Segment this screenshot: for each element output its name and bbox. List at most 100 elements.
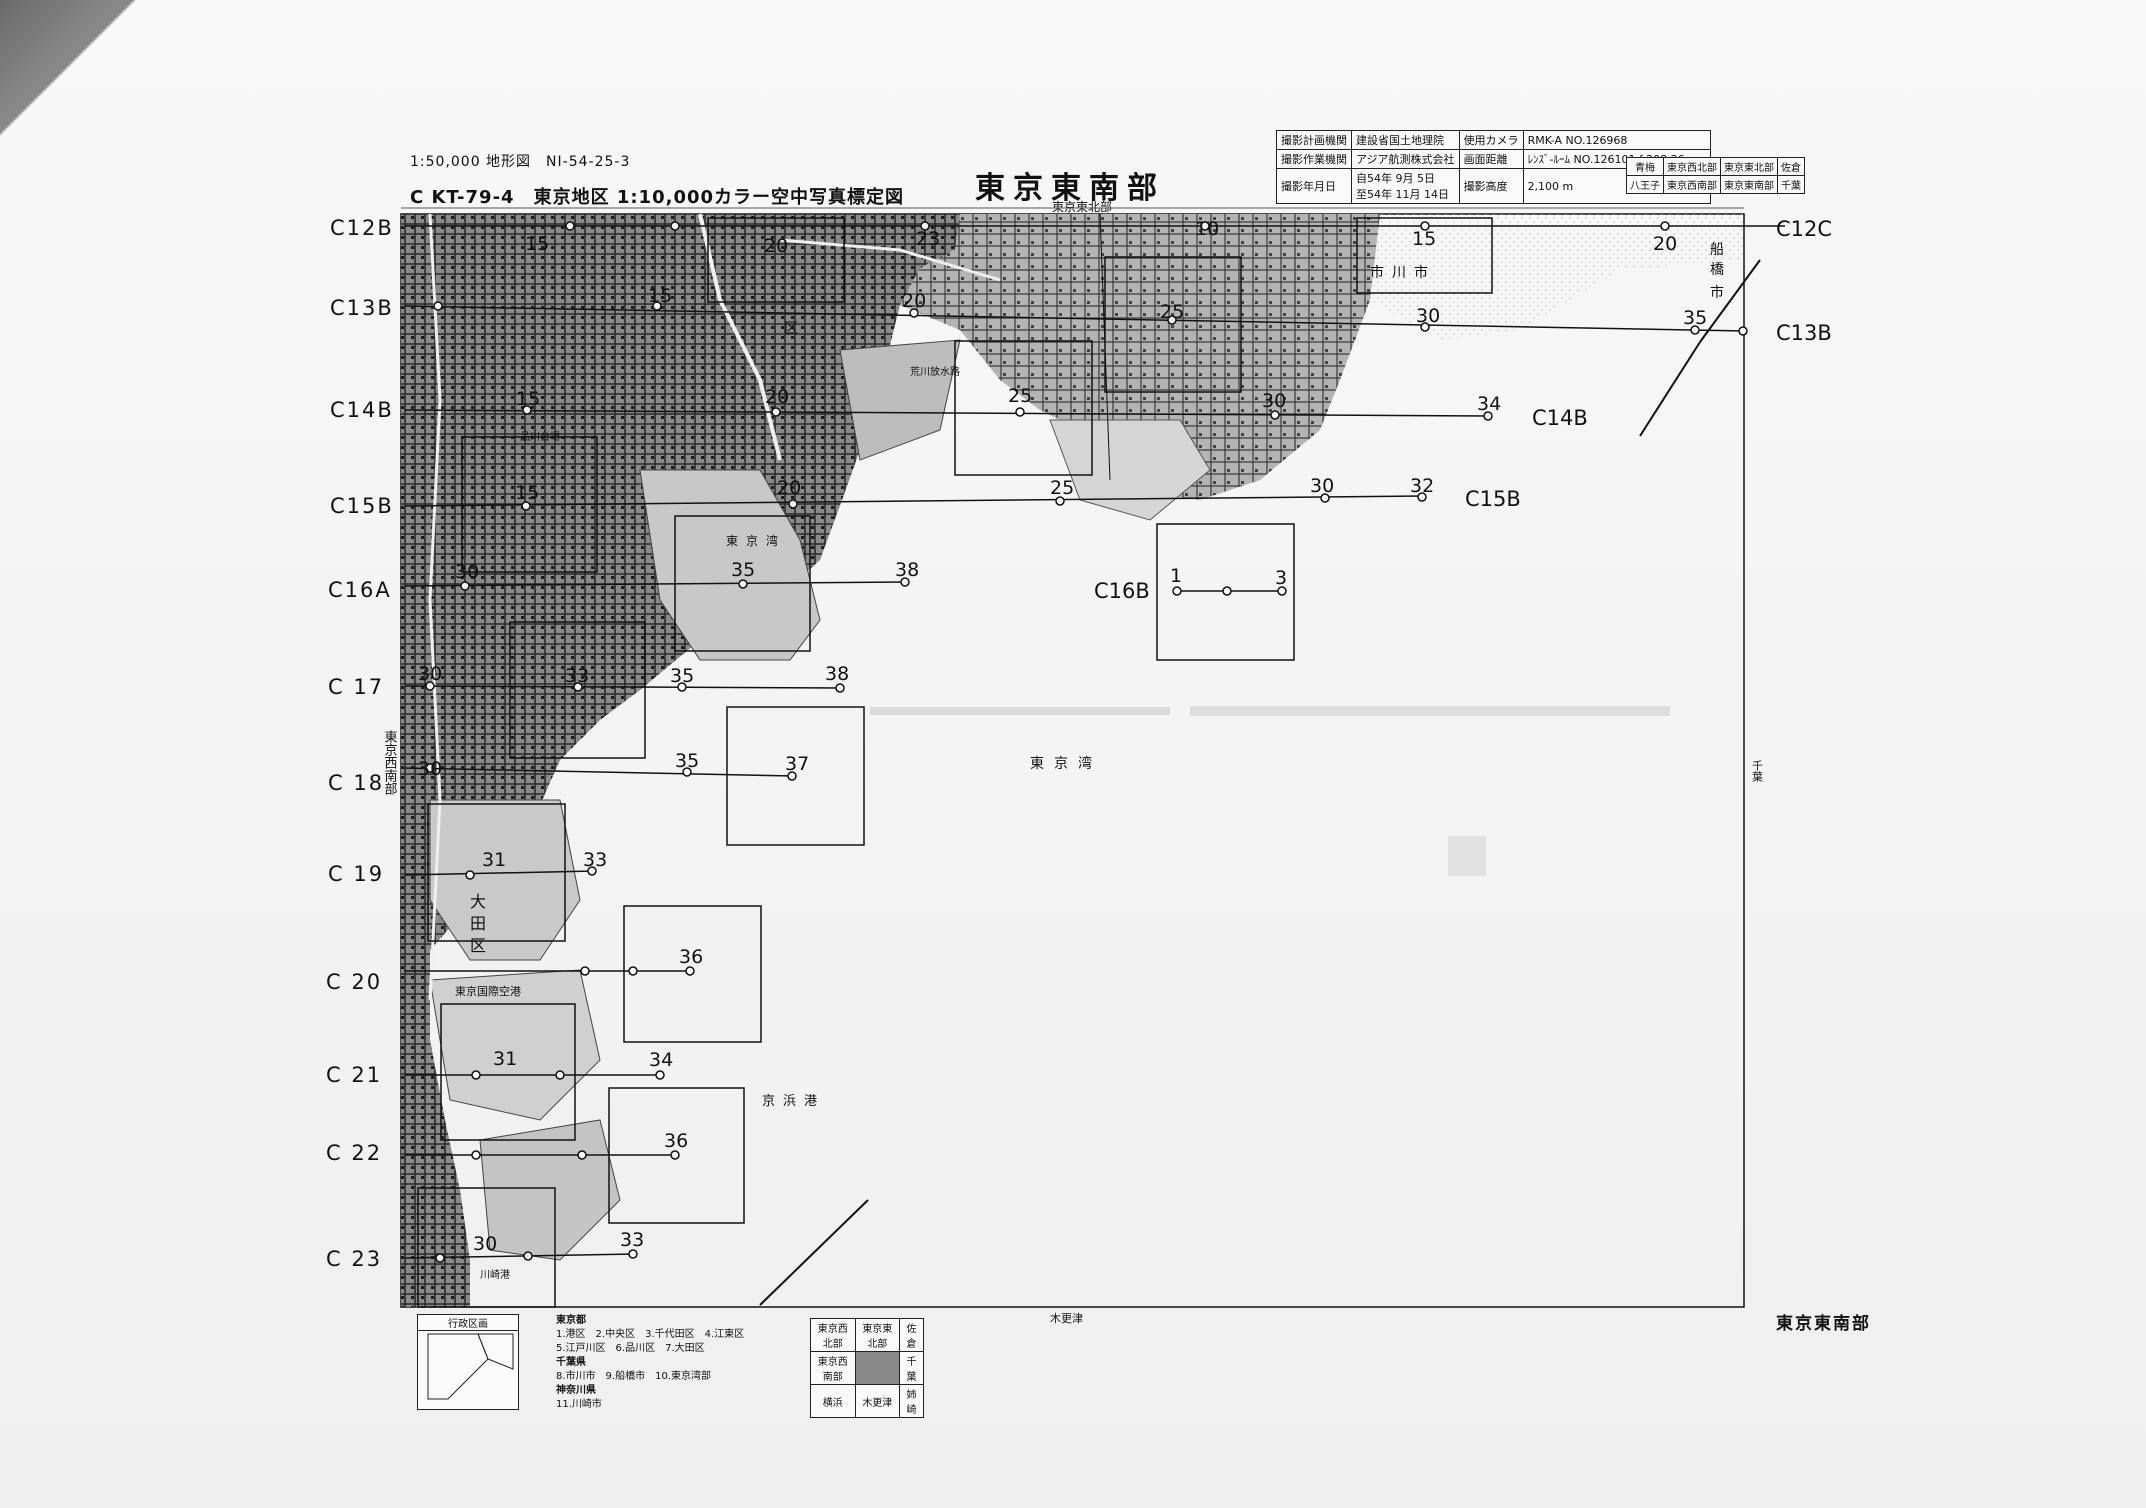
chiba-side-label: 千葉 — [1751, 760, 1764, 782]
adj-ne: 佐倉 — [1777, 157, 1805, 176]
photo-number: 20 — [1653, 233, 1677, 255]
index-cell: 東京東北部 — [854, 1318, 901, 1352]
photo-number: 34 — [649, 1049, 673, 1071]
flight-line-label: C 23 — [326, 1247, 383, 1271]
photo-number: 30 — [1262, 390, 1286, 412]
flight-line-label-right: C12C — [1776, 217, 1832, 241]
ichikawa-label: 市川市 — [1370, 264, 1436, 281]
reclaimed-land — [429, 799, 581, 961]
flight-line-label: C 22 — [326, 1141, 383, 1165]
adj-s2: 東京東南部 — [1720, 175, 1778, 194]
photo-number: 15 — [1412, 228, 1436, 250]
camera: RMK-A NO.126968 — [1522, 130, 1712, 150]
plan-org-label: 撮影計画機関 — [1276, 130, 1352, 150]
tokyo-bay-label: 東京湾 — [1030, 755, 1102, 772]
photo-number: 20 — [902, 290, 926, 312]
flight-line-label: C 17 — [328, 675, 385, 699]
photo-number: 35 — [1683, 307, 1707, 329]
urban-area-east — [900, 214, 1380, 500]
legend-kanagawa-cities: 11.川崎市 — [556, 1399, 602, 1410]
haneda-label: 東京国際空港 — [455, 984, 521, 998]
admin-mini-map — [427, 1333, 514, 1400]
urban-area-west — [401, 214, 960, 1307]
photo-number: 35 — [731, 559, 755, 581]
altitude-label: 撮影高度 — [1458, 168, 1524, 204]
right-flight-labels: C12C C13B C14B C15B C16B — [1094, 217, 1832, 603]
sheet-index-grid: 東京西北部 東京東北部 佐倉 東京西南部 千葉 横浜 木更津 姉崎 — [810, 1318, 924, 1418]
west-sheet-label: 東京西南部 — [382, 729, 398, 795]
photo-number: 30 — [418, 758, 442, 780]
photo-number: 25 — [1008, 385, 1032, 407]
arakawa-label: 荒川放水路 — [910, 365, 960, 378]
ota-label: 田 — [470, 914, 486, 933]
photo-number: 36 — [679, 946, 703, 968]
torn-corner — [0, 0, 190, 190]
admin-legend-title: 行政区画 — [418, 1315, 518, 1331]
photo-number: 31 — [493, 1048, 517, 1070]
photo-number: 30 — [1416, 305, 1440, 327]
date-range: 自54年 9月 5日至54年 11月 14日 — [1351, 168, 1460, 204]
photo-number: 15 — [515, 482, 539, 504]
photo-number: 20 — [777, 477, 801, 499]
camera-label: 使用カメラ — [1458, 130, 1524, 150]
photo-number: 15 — [516, 388, 540, 410]
flight-line-label: C13B — [330, 296, 394, 320]
photo-number: 20 — [765, 386, 789, 408]
funabashi-label: 船 — [1710, 242, 1724, 258]
photo-number: 1 — [1170, 565, 1182, 587]
canal — [779, 238, 1001, 282]
photo-number: 37 — [785, 753, 809, 775]
date-from: 自54年 9月 5日 — [1356, 172, 1435, 185]
photo-number: 23 — [916, 228, 940, 250]
flight-line-label: C12B — [330, 216, 394, 240]
print-smudge — [1190, 706, 1670, 716]
map-code-line: C KT-79-4 東京地区 1:10,000カラー空中写真標定図 — [410, 187, 905, 208]
photo-number-labels: 15 20 23 10 15 20 15 20 25 30 35 15 20 2… — [418, 218, 1707, 1255]
ota-label: 区 — [470, 936, 486, 955]
admin-legend-map: 行政区画 — [417, 1314, 519, 1410]
flight-line-label-right: C14B — [1532, 406, 1588, 430]
flight-line-label: C14B — [330, 398, 394, 422]
photo-footprints — [417, 217, 1493, 1308]
print-smudge — [1448, 836, 1486, 876]
plan-org: 建設省国土地理院 — [1351, 130, 1460, 150]
legend-tokyo-wards-1: 1.港区 2.中央区 3.千代田区 4.江東区 — [556, 1329, 745, 1340]
photo-number: 36 — [664, 1130, 688, 1152]
coast-marker-line — [1639, 259, 1761, 437]
photo-number: 34 — [1477, 393, 1501, 415]
tokyo-bay-label-north: 東京湾 — [726, 533, 786, 548]
coast-marker-line — [759, 1199, 869, 1306]
kawasaki-port-label: 川崎港 — [480, 1268, 510, 1281]
flight-line-label-right: C16B — [1094, 579, 1150, 603]
index-cell: 姉崎 — [899, 1384, 924, 1418]
map-title: 東京東南部 — [975, 171, 1165, 206]
river — [698, 213, 782, 461]
photo-number: 38 — [825, 663, 849, 685]
index-cell: 横浜 — [810, 1384, 856, 1418]
flight-line-label: C16A — [328, 578, 392, 602]
index-cell: 東京西北部 — [810, 1318, 856, 1352]
photo-number: 20 — [764, 235, 788, 257]
photo-number: 31 — [482, 849, 506, 871]
date-label: 撮影年月日 — [1276, 168, 1352, 204]
admin-legend-text: 東京都 1.港区 2.中央区 3.千代田区 4.江東区 5.江戸川区 6.品川区… — [556, 1314, 744, 1412]
shoal-area — [1370, 214, 1744, 340]
index-cell: 佐倉 — [899, 1318, 924, 1352]
flight-lines — [404, 225, 1785, 1259]
index-cell-current — [854, 1351, 901, 1385]
reclaimed-land — [839, 339, 961, 461]
railway — [428, 213, 442, 1001]
photo-number: 10 — [1195, 218, 1219, 240]
place-labels: 東京湾 東京湾 京浜港 市川市 船 橋 市 大 田 区 東京国際空港 木更津 区… — [455, 242, 1724, 1325]
flight-line-label: C 20 — [326, 970, 383, 994]
photo-number: 3 — [1275, 567, 1287, 589]
legend-chiba-cities: 8.市川市 9.船橋市 10.東京湾部 — [556, 1371, 711, 1382]
funabashi-label: 市 — [1710, 284, 1724, 301]
index-cell: 木更津 — [854, 1384, 901, 1418]
flight-line-label-right: C15B — [1465, 487, 1521, 511]
flight-line-label: C 18 — [328, 771, 385, 795]
photo-number: 30 — [455, 561, 479, 583]
north-sheet-label: 東京東北部 — [1052, 200, 1113, 214]
flight-line-label: C15B — [330, 494, 394, 518]
